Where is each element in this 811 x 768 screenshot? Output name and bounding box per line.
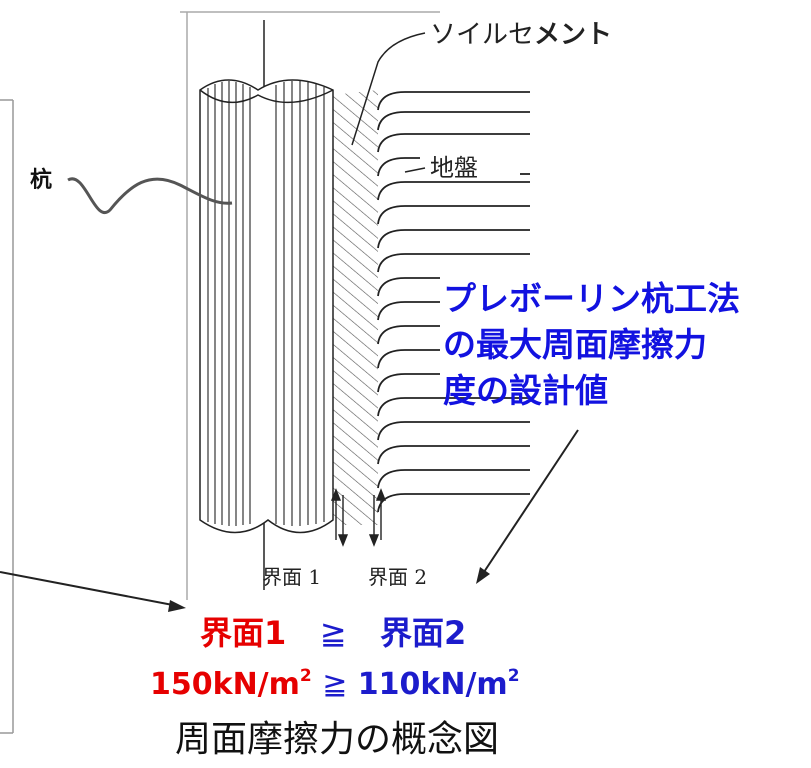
interface2-pointer-arrow — [476, 429, 579, 584]
interface-arrows — [330, 488, 387, 547]
comparison-right-value: 110kN/m2 — [357, 666, 520, 702]
interface2-label: 界面 2 — [368, 565, 428, 589]
interface-comparison: 界面1 ≧ 界面2 — [200, 617, 466, 649]
design-value-line-2: の最大周面摩擦力 — [443, 325, 707, 364]
pile-label: 杭 — [30, 168, 53, 193]
figure-caption: 周面摩擦力の概念図 — [175, 719, 500, 760]
design-value-line-3: 度の設計値 — [443, 371, 608, 410]
comparison-left-value: 150kN/m2 — [150, 666, 312, 702]
interface1-label: 界面 1 — [262, 565, 322, 589]
interface1-pointer-arrow — [0, 571, 186, 612]
soil-cement-zone — [333, 90, 378, 525]
value-relation: ≧ — [322, 667, 348, 702]
ground-strata — [377, 91, 530, 513]
ground-leader — [404, 167, 426, 173]
comparison-relation: ≧ — [319, 614, 347, 652]
pile-leader — [67, 177, 233, 215]
left-frame — [0, 99, 14, 734]
comparison-right-label: 界面2 — [379, 614, 467, 652]
design-value-line-1: プレボーリン杭工法 — [443, 279, 740, 318]
ground-label: 地盤 — [430, 154, 478, 182]
comparison-left-label: 界面1 — [200, 614, 287, 652]
value-comparison: 150kN/m2 ≧ 110kN/m2 — [150, 668, 520, 700]
soil-cement-leader — [351, 32, 426, 146]
soil-cement-label: ソイルセメント — [430, 20, 613, 50]
pile — [199, 79, 334, 534]
design-value-label: プレボーリン杭工法 の最大周面摩擦力 度の設計値 — [443, 276, 803, 414]
